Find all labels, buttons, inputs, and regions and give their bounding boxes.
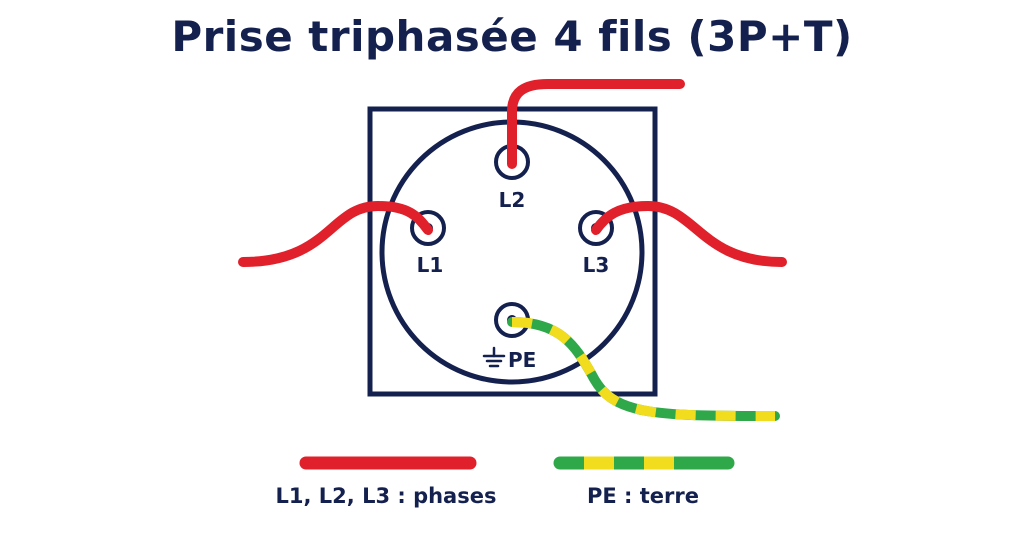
label-l1: L1 [417, 253, 444, 277]
earth-icon [482, 346, 506, 368]
diagram-title: Prise triphasée 4 fils (3P+T) [171, 12, 853, 61]
wire-pe-stripes [511, 317, 776, 421]
wire-l2 [507, 79, 685, 169]
label-l2: L2 [499, 188, 526, 212]
label-l3: L3 [583, 253, 610, 277]
wire-l1 [238, 200, 433, 267]
legend-earth-label: PE : terre [587, 484, 699, 508]
legend-phases-label: L1, L2, L3 : phases [276, 484, 497, 508]
wire-pe-base [507, 317, 780, 421]
label-pe: PE [508, 348, 536, 372]
wire-l3 [591, 200, 787, 267]
